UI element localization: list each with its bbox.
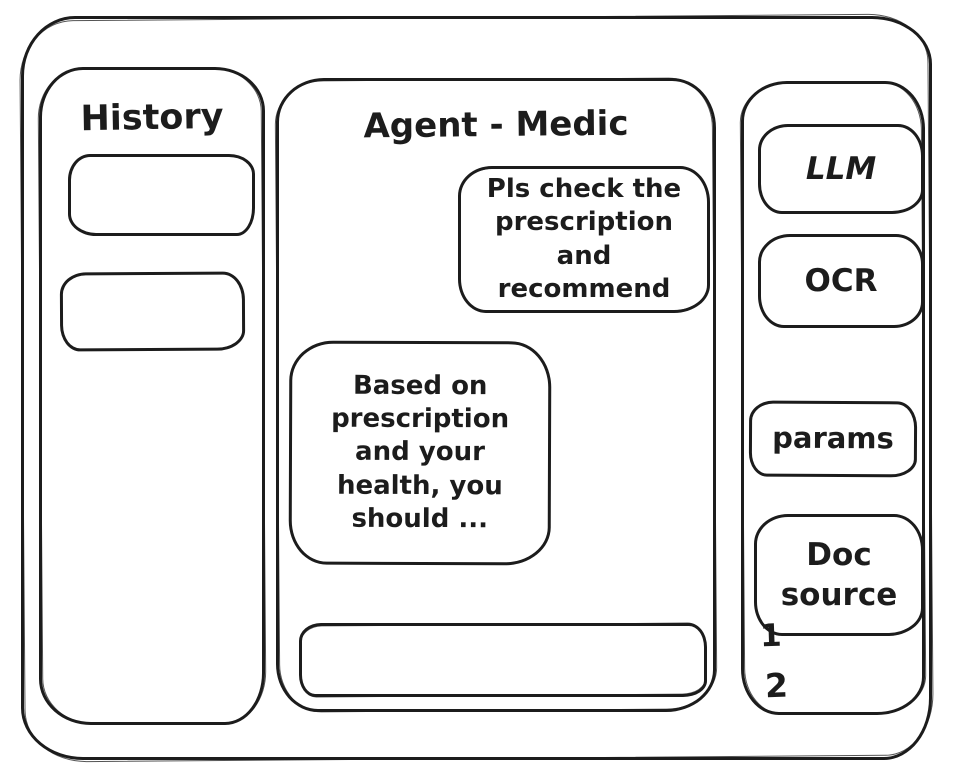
agent-message-text: Based on prescription and your health, y… xyxy=(331,370,510,535)
message-input[interactable] xyxy=(299,623,707,697)
tool-llm-button[interactable]: LLM xyxy=(758,124,924,214)
history-panel: History xyxy=(39,67,265,725)
user-message-text: Pls check the prescription and recommend xyxy=(486,173,682,304)
message-input-field[interactable] xyxy=(302,626,704,694)
tool-doc-source-button[interactable]: Doc source xyxy=(754,514,924,636)
tool-params-label: params xyxy=(772,420,894,456)
agent-message-bubble: Based on prescription and your health, y… xyxy=(288,340,552,566)
chat-title: Agent - Medic xyxy=(363,103,629,147)
tool-ocr-button[interactable]: OCR xyxy=(758,234,924,328)
user-message-bubble: Pls check the prescription and recommend xyxy=(458,166,710,313)
tool-params-button[interactable]: params xyxy=(748,400,918,478)
doc-source-annotation-2: 2 xyxy=(764,665,789,706)
history-item-2[interactable] xyxy=(59,271,246,352)
tool-llm-label: LLM xyxy=(805,150,877,187)
tools-panel: LLM OCR params Doc source 1 2 xyxy=(741,81,925,715)
tool-doc-source-label: Doc source xyxy=(780,536,898,613)
app-frame: History Agent - Medic Pls check the pres… xyxy=(21,16,932,760)
doc-source-annotation-1: 1 xyxy=(759,617,783,655)
history-item-1[interactable] xyxy=(68,154,255,236)
chat-panel: Agent - Medic Pls check the prescription… xyxy=(276,78,716,712)
tool-ocr-label: OCR xyxy=(804,262,878,299)
history-title: History xyxy=(80,96,224,140)
